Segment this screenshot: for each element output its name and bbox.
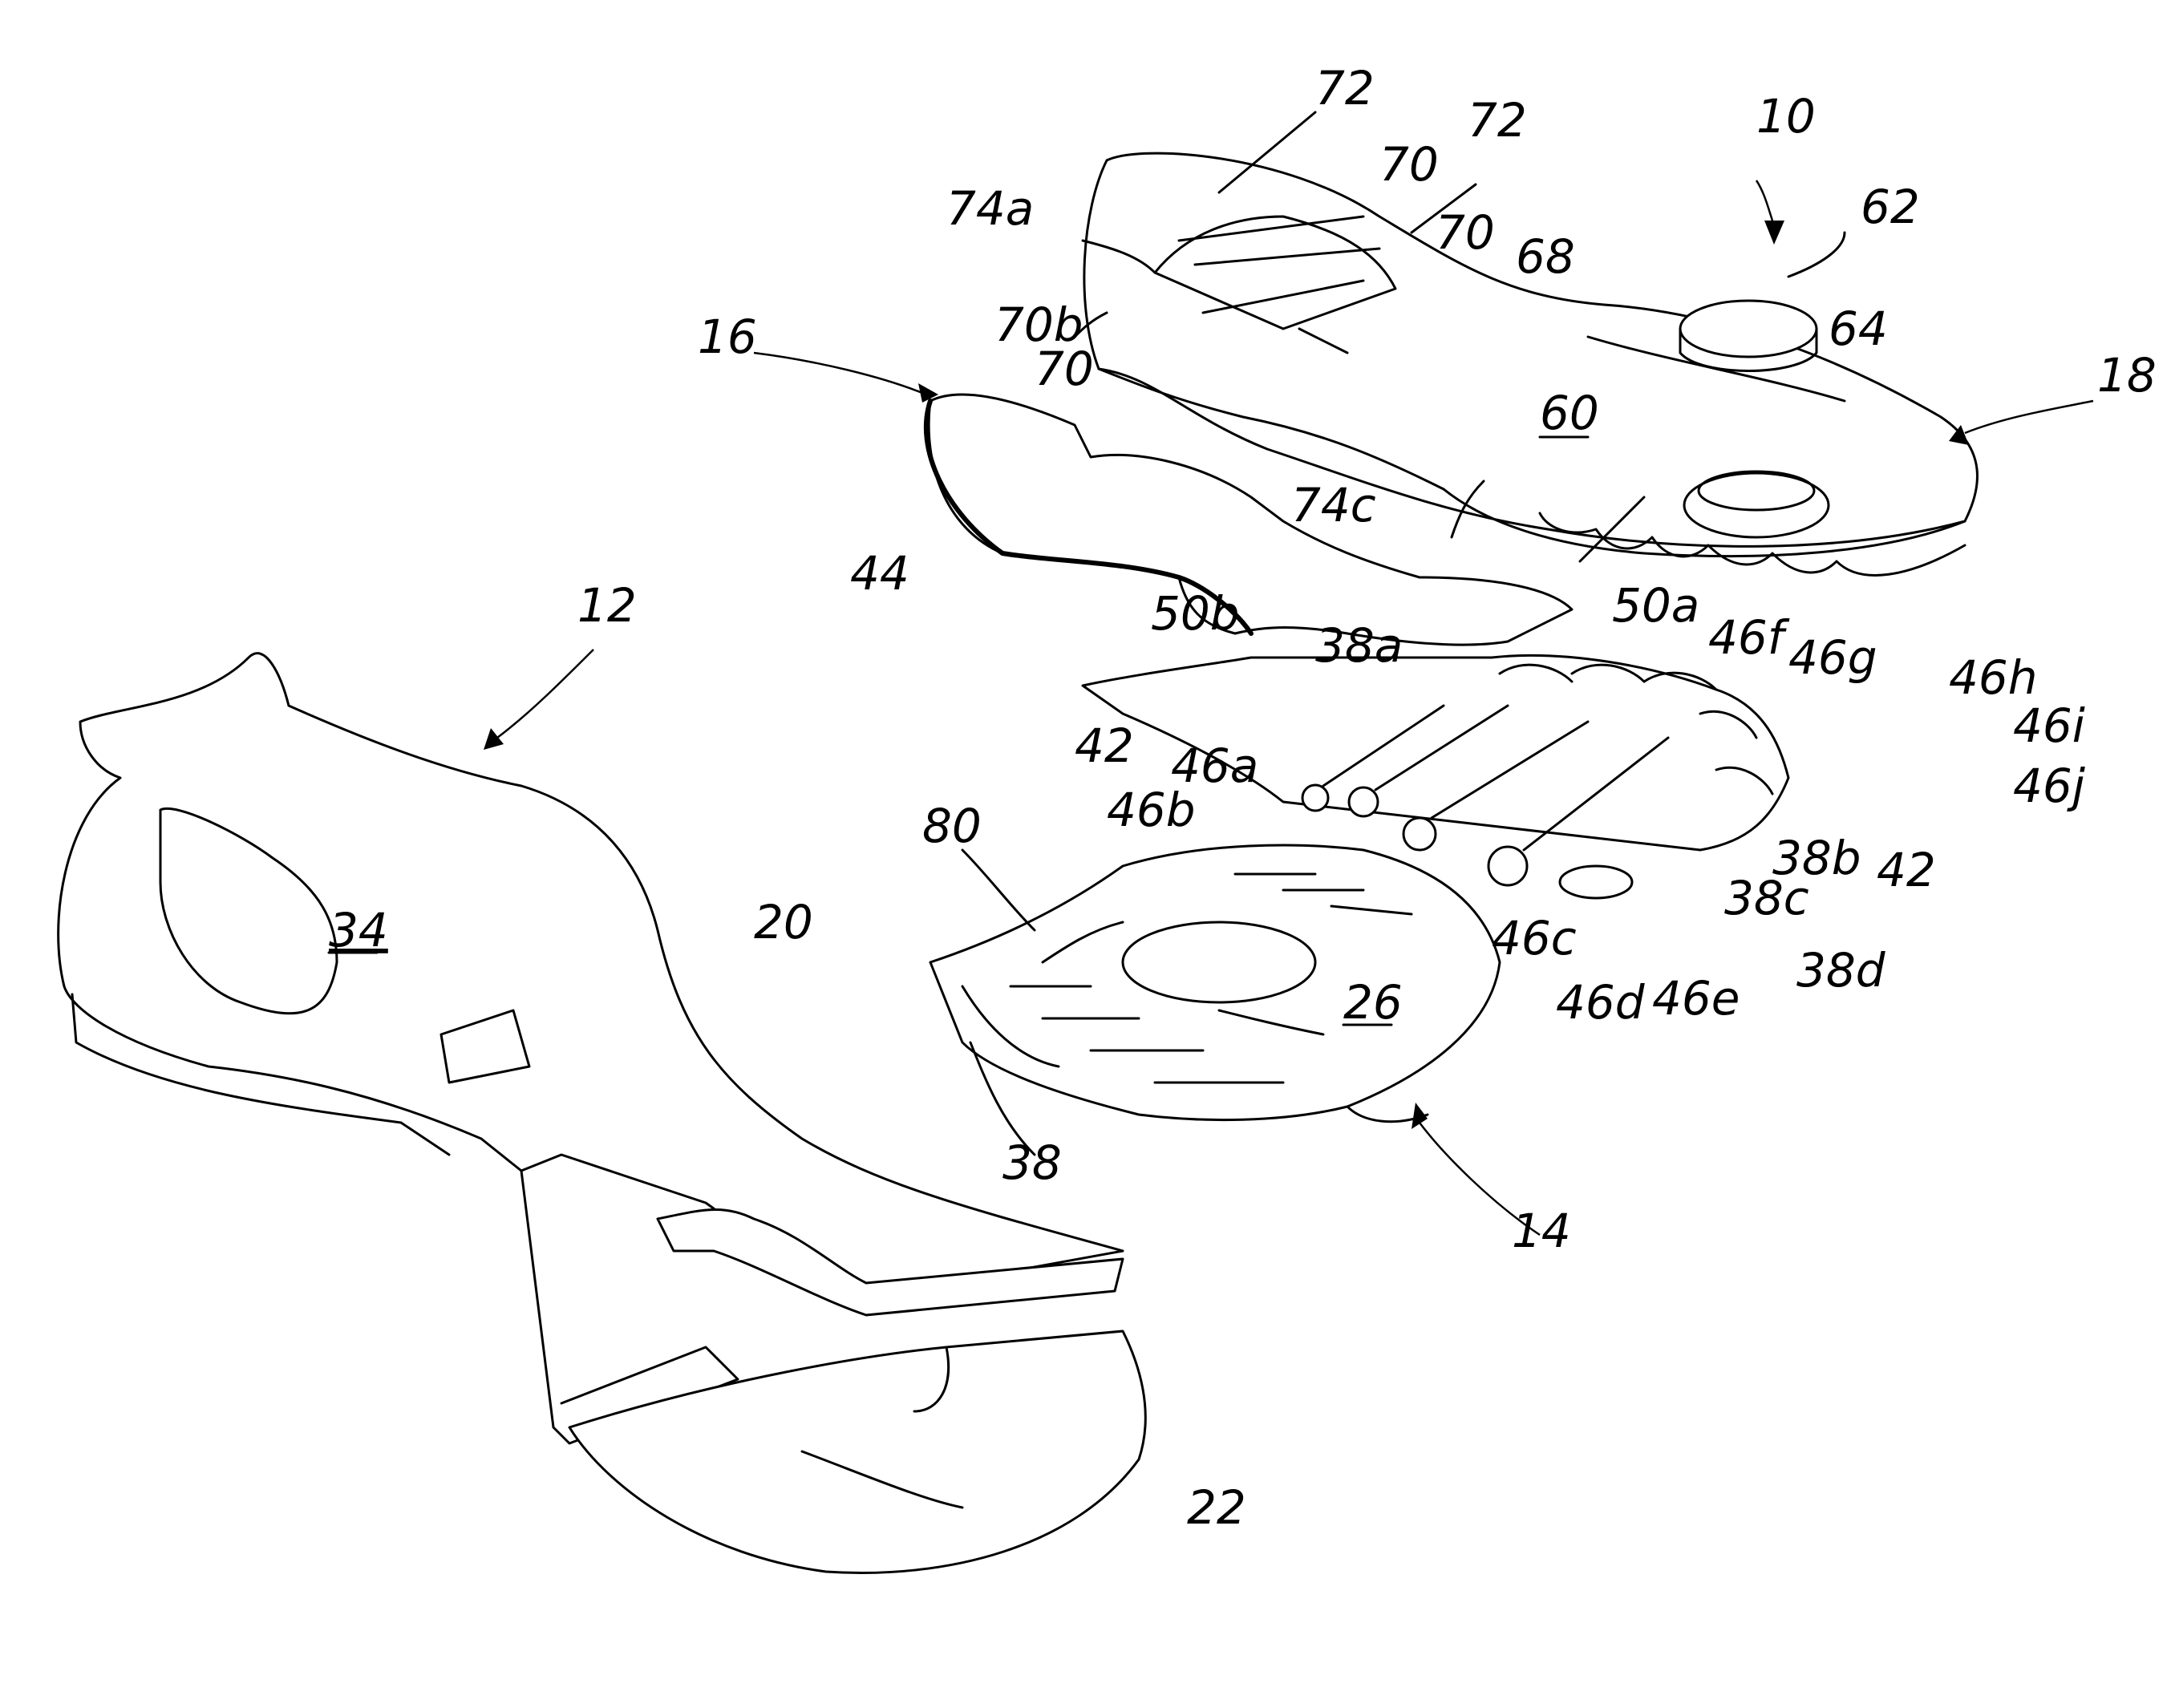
forefoot-pad bbox=[930, 845, 1500, 1122]
label-46c: 46c bbox=[1492, 911, 1577, 965]
label-26: 26 bbox=[1343, 975, 1403, 1030]
label-46e: 46e bbox=[1652, 971, 1740, 1026]
label-14: 14 bbox=[1512, 1204, 1571, 1258]
label-62: 62 bbox=[1861, 180, 1920, 234]
label-68: 68 bbox=[1516, 229, 1575, 284]
label-70-mid: 70 bbox=[1436, 205, 1495, 260]
label-70-top: 70 bbox=[1379, 137, 1439, 192]
label-46b: 46b bbox=[1107, 783, 1196, 837]
label-46d: 46d bbox=[1556, 975, 1646, 1030]
label-80: 80 bbox=[922, 799, 982, 853]
label-64: 64 bbox=[1829, 302, 1888, 356]
label-38: 38 bbox=[1002, 1135, 1062, 1190]
label-20: 20 bbox=[754, 895, 813, 949]
label-50b: 50b bbox=[1151, 586, 1240, 641]
label-42-right: 42 bbox=[1877, 843, 1936, 897]
label-70-low: 70 bbox=[1035, 342, 1094, 396]
label-50a: 50a bbox=[1612, 578, 1699, 633]
label-46j: 46j bbox=[2013, 759, 2086, 813]
label-38c: 38c bbox=[1724, 871, 1809, 925]
label-60: 60 bbox=[1540, 386, 1599, 440]
label-38d: 38d bbox=[1796, 943, 1886, 998]
label-42-left: 42 bbox=[1075, 718, 1134, 773]
label-12: 12 bbox=[577, 578, 637, 633]
label-22: 22 bbox=[1187, 1480, 1246, 1535]
label-16: 16 bbox=[698, 310, 757, 364]
label-72-right: 72 bbox=[1468, 93, 1527, 148]
label-46h: 46h bbox=[1949, 650, 2038, 705]
label-38a: 38a bbox=[1315, 618, 1403, 673]
label-46f: 46f bbox=[1708, 610, 1790, 665]
midsole bbox=[59, 654, 1146, 1573]
label-18: 18 bbox=[2097, 348, 2157, 403]
label-72-left: 72 bbox=[1315, 61, 1375, 115]
label-46i: 46i bbox=[2013, 698, 2085, 753]
label-44: 44 bbox=[850, 546, 909, 601]
label-34: 34 bbox=[329, 903, 388, 957]
label-46g: 46g bbox=[1788, 630, 1877, 685]
label-10: 10 bbox=[1756, 89, 1816, 144]
label-74c: 74c bbox=[1291, 478, 1376, 532]
label-74a: 74a bbox=[946, 181, 1034, 236]
